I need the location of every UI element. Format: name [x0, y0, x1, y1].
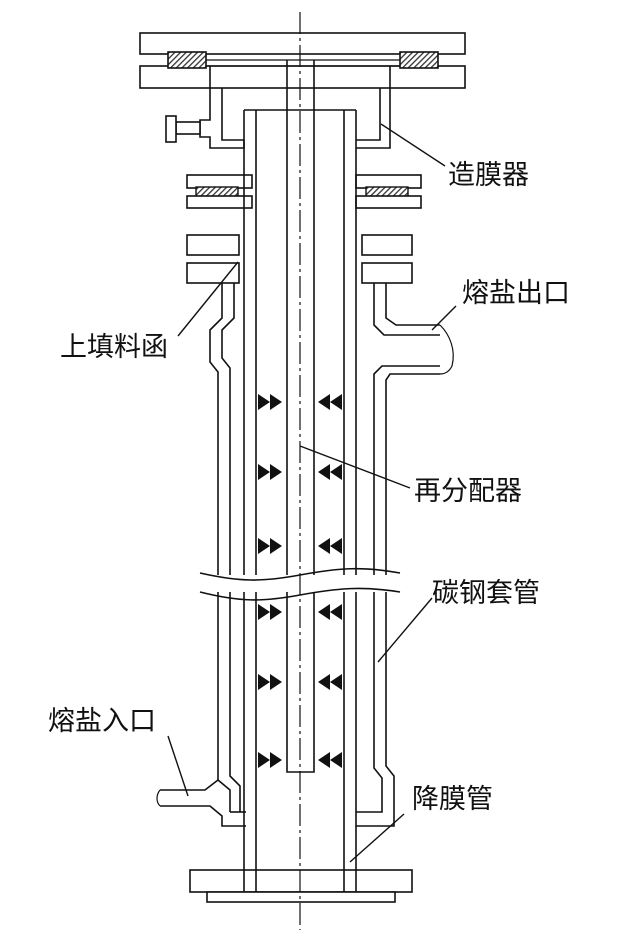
label-redistributor: 再分配器: [414, 476, 522, 507]
label-salt-outlet: 熔盐出口: [462, 278, 570, 309]
carbon-steel-casing: [156, 283, 454, 827]
label-upper-packing-box: 上填料函: [60, 332, 168, 363]
flow-arrow-right-icon: [258, 752, 270, 768]
flow-arrow-left-icon: [330, 394, 342, 410]
flow-arrow-right-icon: [258, 674, 270, 690]
flow-arrow-right-icon: [270, 674, 282, 690]
middle-flange: [186, 174, 422, 209]
flow-arrow-left-icon: [330, 538, 342, 554]
flow-arrow-right-icon: [270, 464, 282, 480]
flow-arrow-left-icon: [330, 464, 342, 480]
salt-inlet-break: [156, 789, 161, 807]
membrane-maker-housing: [165, 66, 391, 149]
flow-arrow-left-icon: [330, 674, 342, 690]
bottom-flange: [189, 869, 413, 903]
flow-arrow-right-icon: [258, 538, 270, 554]
top-left-gasket: [167, 51, 207, 69]
flow-arrow-left-icon: [318, 674, 330, 690]
flow-arrow-right-icon: [270, 752, 282, 768]
upper-packing-box: [186, 234, 413, 284]
flow-arrow-left-icon: [318, 752, 330, 768]
label-carbon-steel-casing: 碳钢套管: [432, 578, 540, 609]
flow-arrow-left-icon: [318, 604, 330, 620]
flow-arrow-left-icon: [318, 464, 330, 480]
flow-arrows: [258, 394, 342, 768]
flow-arrow-right-icon: [270, 604, 282, 620]
membrane-maker-nozzle: [175, 121, 201, 135]
top-right-gasket: [399, 51, 439, 69]
label-falling-film-tube: 降膜管: [412, 784, 493, 815]
flow-arrow-left-icon: [318, 394, 330, 410]
flow-arrow-right-icon: [258, 464, 270, 480]
top-flange: [139, 32, 466, 89]
flow-arrow-right-icon: [258, 394, 270, 410]
flow-arrow-right-icon: [258, 604, 270, 620]
leader-lines: [167, 123, 457, 863]
flow-arrow-right-icon: [270, 394, 282, 410]
label-membrane-maker: 造膜器: [448, 160, 529, 191]
flow-arrow-left-icon: [318, 538, 330, 554]
flow-arrow-left-icon: [330, 604, 342, 620]
flow-arrow-right-icon: [270, 538, 282, 554]
salt-outlet-break: [439, 324, 454, 375]
label-salt-inlet: 熔盐入口: [48, 706, 156, 737]
falling-film-tube: [243, 60, 357, 890]
flow-arrow-left-icon: [330, 752, 342, 768]
